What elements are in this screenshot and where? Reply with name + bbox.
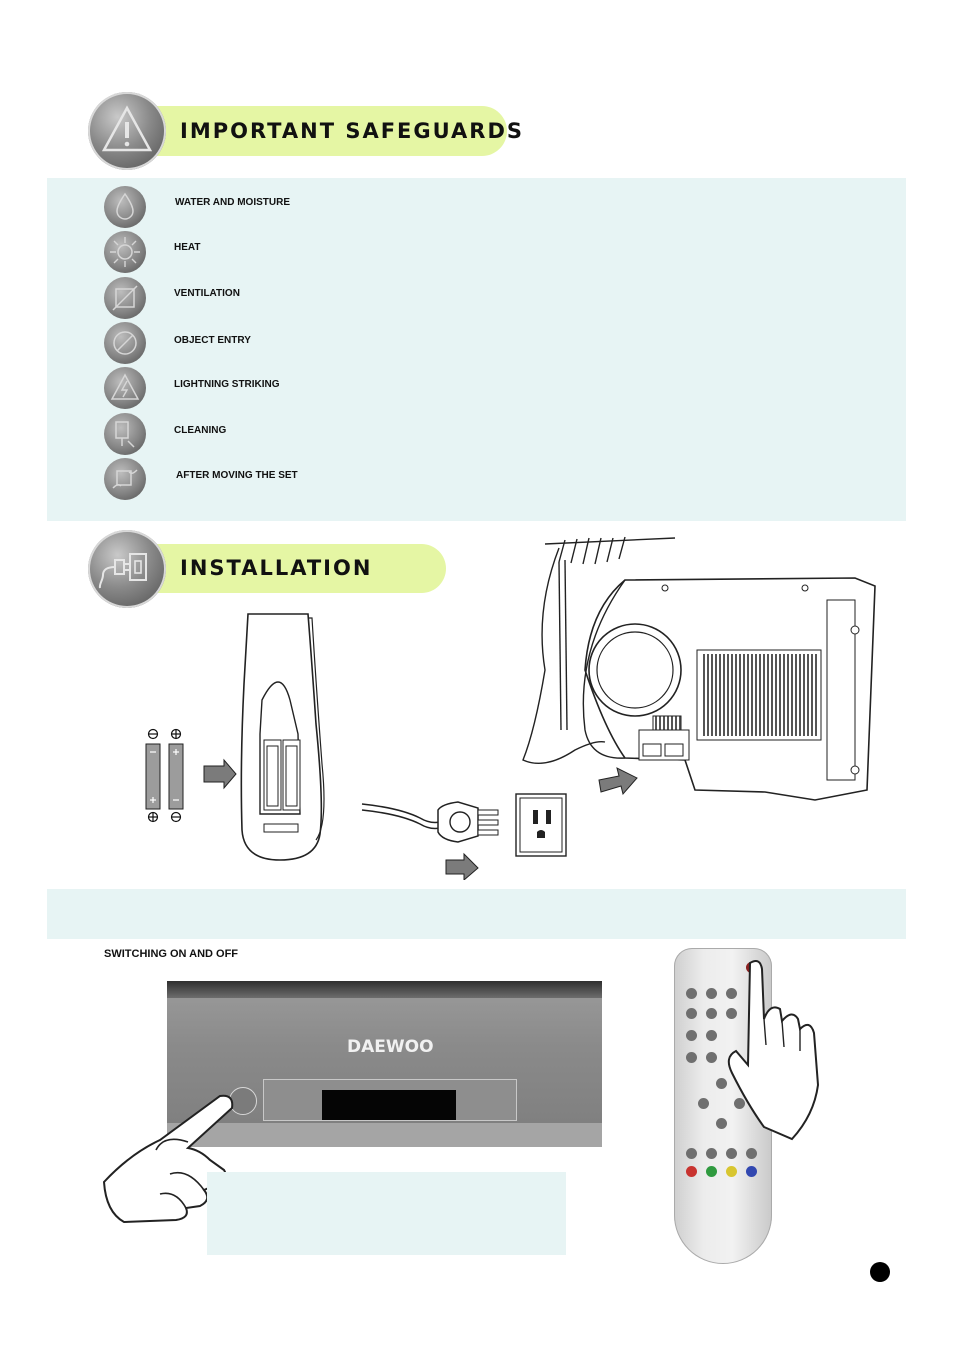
plug-socket-icon xyxy=(88,530,166,608)
cleaning-icon xyxy=(104,413,146,455)
page-number-dot xyxy=(870,1262,890,1282)
remote-button[interactable] xyxy=(706,1052,717,1063)
remote-button[interactable] xyxy=(706,1148,717,1159)
front-top-edge xyxy=(167,981,602,998)
remote-button[interactable] xyxy=(706,1008,717,1019)
remote-button[interactable] xyxy=(726,1148,737,1159)
remote-button[interactable] xyxy=(686,1030,697,1041)
safeguard-label-cleaning: CLEANING xyxy=(174,425,227,436)
plug-outlet-illustration xyxy=(361,793,567,880)
safeguard-label-lightning: LIGHTNING STRIKING xyxy=(174,379,280,390)
installation-title: INSTALLATION xyxy=(180,556,373,580)
switching-note-box xyxy=(207,1172,566,1255)
safeguard-label-ventilation: VENTILATION xyxy=(174,288,240,299)
remote-red-button[interactable] xyxy=(686,1166,697,1177)
switching-title: SWITCHING ON AND OFF xyxy=(104,948,239,960)
ventilation-icon xyxy=(104,277,146,319)
remote-blue-button[interactable] xyxy=(746,1166,757,1177)
remote-button[interactable] xyxy=(734,1098,745,1109)
remote-button[interactable] xyxy=(686,988,697,999)
water-drop-icon xyxy=(104,186,146,228)
warning-icon xyxy=(88,92,166,170)
front-bottom-edge xyxy=(167,1123,602,1147)
installation-title-bar xyxy=(128,544,446,593)
box-move-icon xyxy=(104,458,146,500)
batteries-illustration xyxy=(145,613,325,861)
remote-button[interactable] xyxy=(716,1078,727,1089)
hand-icon xyxy=(727,960,820,1141)
safeguard-label-moving: AFTER MOVING THE SET xyxy=(176,470,298,481)
remote-button[interactable] xyxy=(698,1098,709,1109)
remote-button[interactable] xyxy=(686,1148,697,1159)
remote-green-button[interactable] xyxy=(706,1166,717,1177)
safeguard-label-object-entry: OBJECT ENTRY xyxy=(174,335,251,346)
remote-button[interactable] xyxy=(706,988,717,999)
remote-button[interactable] xyxy=(746,1148,757,1159)
tv-front-panel: DAEWOO xyxy=(167,981,602,1147)
display-window xyxy=(322,1090,456,1120)
safeguards-panel xyxy=(47,178,906,521)
remote-button[interactable] xyxy=(716,1118,727,1129)
remote-button[interactable] xyxy=(706,1030,717,1041)
safeguards-title-bar xyxy=(126,106,507,156)
safeguards-title: IMPORTANT SAFEGUARDS xyxy=(180,119,525,143)
sun-heat-icon xyxy=(104,231,146,273)
lightning-icon xyxy=(104,367,146,409)
safeguard-label-heat: HEAT xyxy=(174,242,201,253)
brand-logo: DAEWOO xyxy=(347,1037,434,1057)
remote-button[interactable] xyxy=(686,1052,697,1063)
tv-rear-illustration xyxy=(522,536,876,801)
remote-yellow-button[interactable] xyxy=(726,1166,737,1177)
power-button[interactable] xyxy=(229,1087,257,1115)
installation-note-band xyxy=(47,889,906,939)
remote-button[interactable] xyxy=(726,1008,737,1019)
panel-door xyxy=(263,1079,517,1121)
remote-button[interactable] xyxy=(686,1008,697,1019)
remote-button[interactable] xyxy=(726,988,737,999)
no-entry-icon xyxy=(104,322,146,364)
safeguard-label-water: WATER AND MOISTURE xyxy=(175,197,290,208)
